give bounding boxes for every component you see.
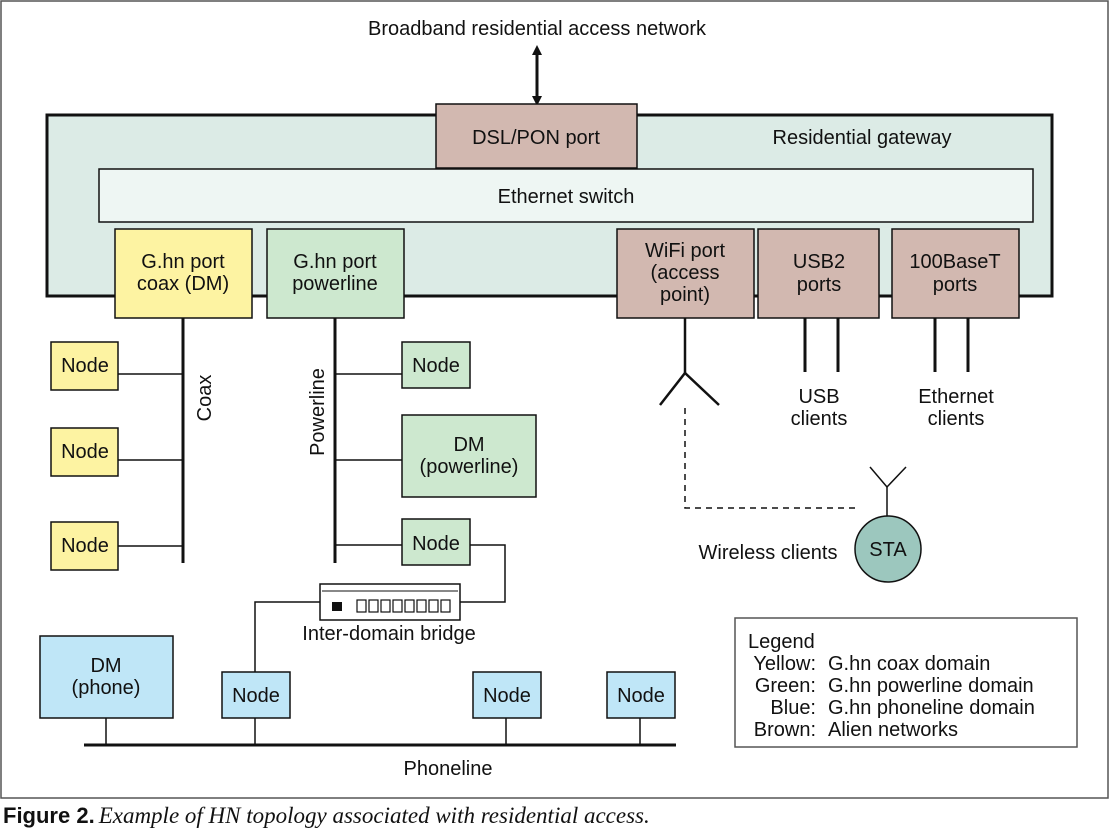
legend-key-1: Yellow: bbox=[753, 653, 816, 675]
wifi-port-label-3: point) bbox=[660, 284, 710, 306]
bridge-link-powerline bbox=[460, 544, 506, 603]
coax-line-label: Coax bbox=[194, 375, 216, 422]
phone-node-3 bbox=[606, 671, 676, 719]
coax-node-2 bbox=[50, 427, 119, 477]
phone-node-1 bbox=[221, 671, 291, 719]
legend-value-2: G.hn powerline domain bbox=[828, 675, 1034, 697]
sta-label: STA bbox=[869, 539, 907, 561]
dsl-pon-port-label: DSL/PON port bbox=[472, 127, 600, 149]
dm-phone bbox=[39, 635, 174, 719]
sta-antenna-icon bbox=[869, 466, 907, 489]
powerline-node-1 bbox=[401, 341, 471, 389]
ghn-port-powerline-label-1: G.hn port bbox=[293, 251, 377, 273]
dm-powerline bbox=[401, 414, 537, 498]
legend-value-4: Alien networks bbox=[828, 719, 958, 741]
caption-text: Example of HN topology associated with r… bbox=[98, 803, 650, 828]
legend-key-2: Green: bbox=[755, 675, 816, 697]
dm-powerline-label-1: DM bbox=[453, 434, 484, 456]
gateway-label: Residential gateway bbox=[773, 127, 952, 149]
wifi-port-label-1: WiFi port bbox=[645, 240, 725, 262]
dm-powerline-label-2: (powerline) bbox=[420, 456, 519, 478]
dm-phone-label-1: DM bbox=[90, 655, 121, 677]
ethernet-switch bbox=[98, 168, 1034, 223]
ethernet-switch-label: Ethernet switch bbox=[498, 186, 635, 208]
bridge-label: Inter-domain bridge bbox=[302, 623, 475, 645]
phoneline-label: Phoneline bbox=[404, 758, 493, 780]
dsl-pon-port bbox=[435, 103, 638, 169]
sta-client bbox=[854, 515, 922, 583]
ghn-port-coax-label-2: coax (DM) bbox=[137, 273, 229, 295]
wireless-link bbox=[684, 408, 855, 509]
ethernet-clients-label-2: clients bbox=[928, 408, 985, 430]
bridge-port-row bbox=[356, 599, 451, 613]
100baset-ports-label-1: 100BaseT bbox=[909, 251, 1000, 273]
usb-clients-label-1: USB bbox=[798, 386, 839, 408]
phone-node-2 bbox=[472, 671, 542, 719]
coax-node-1 bbox=[50, 341, 119, 391]
dm-phone-label-2: (phone) bbox=[72, 677, 141, 699]
coax-node-3-label: Node bbox=[61, 535, 109, 557]
wifi-port bbox=[616, 228, 755, 319]
usb-clients-label-2: clients bbox=[791, 408, 848, 430]
top-label: Broadband residential access network bbox=[368, 18, 707, 40]
legend-value-3: G.hn phoneline domain bbox=[828, 697, 1035, 719]
usb2-ports bbox=[757, 228, 880, 319]
coax-node-2-label: Node bbox=[61, 441, 109, 463]
wifi-port-label-2: (access bbox=[651, 262, 720, 284]
phone-node-1-label: Node bbox=[232, 685, 280, 707]
usb2-ports-label-1: USB2 bbox=[793, 251, 845, 273]
phone-node-2-label: Node bbox=[483, 685, 531, 707]
caption-label: Figure 2. bbox=[3, 803, 95, 828]
legend-title: Legend bbox=[748, 631, 815, 653]
legend-box bbox=[734, 617, 1078, 748]
powerline-node-2-label: Node bbox=[412, 533, 460, 555]
ghn-port-powerline bbox=[266, 228, 405, 319]
powerline-node-2 bbox=[401, 518, 471, 566]
bridge-link-phoneline bbox=[254, 601, 320, 672]
figure-frame bbox=[0, 0, 1109, 799]
phone-node-3-label: Node bbox=[617, 685, 665, 707]
figure-caption: Figure 2. Example of HN topology associa… bbox=[3, 803, 1103, 833]
wifi-antenna-icon bbox=[659, 371, 720, 406]
ghn-port-coax-label-1: G.hn port bbox=[141, 251, 225, 273]
ethernet-clients-label-1: Ethernet bbox=[918, 386, 994, 408]
powerline-line-label: Powerline bbox=[307, 368, 329, 456]
wireless-clients-label: Wireless clients bbox=[699, 542, 838, 564]
100baset-ports bbox=[891, 228, 1020, 319]
legend-key-4: Brown: bbox=[754, 719, 816, 741]
100baset-ports-label-2: ports bbox=[933, 274, 977, 296]
coax-node-1-label: Node bbox=[61, 355, 109, 377]
usb2-ports-label-2: ports bbox=[797, 274, 841, 296]
diagram-canvas: Broadband residential access network Res… bbox=[0, 0, 1109, 799]
legend-value-1: G.hn coax domain bbox=[828, 653, 990, 675]
powerline-node-1-label: Node bbox=[412, 355, 460, 377]
coax-node-3 bbox=[50, 521, 119, 571]
ghn-port-coax bbox=[114, 228, 253, 319]
ghn-port-powerline-label-2: powerline bbox=[292, 273, 378, 295]
legend-key-3: Blue: bbox=[770, 697, 816, 719]
bridge-led bbox=[332, 602, 342, 611]
